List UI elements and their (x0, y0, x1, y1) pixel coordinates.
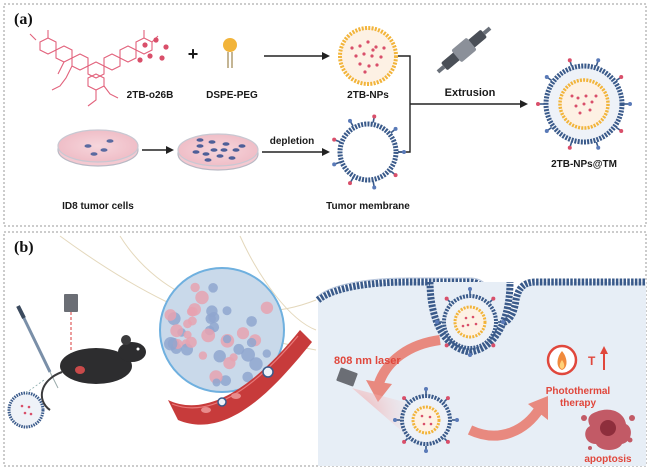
membrane-label: Tumor membrane (326, 201, 410, 212)
red-arrow-2 (467, 405, 545, 441)
laser-device-right-icon (336, 367, 412, 440)
endocytosed-np-icon (435, 287, 505, 357)
red-arrow-1 (373, 335, 441, 388)
tumor-tissue-icon (159, 267, 285, 393)
extrusion-arrow-head (520, 100, 528, 108)
syringe-icon (16, 305, 59, 389)
panel-a-frame (3, 3, 647, 227)
laser-label: 808 nm laser (334, 355, 401, 367)
blood-vessel-icon (168, 330, 312, 425)
temp-label: T (588, 354, 596, 368)
irradiated-np-icon (393, 387, 459, 453)
extrusion-label: Extrusion (445, 87, 496, 99)
tumor-membrane-icon (332, 114, 406, 190)
temp-up-arrow (600, 346, 608, 370)
petri-dish-cells (57, 129, 139, 167)
depletion-label: depletion (270, 136, 314, 147)
lipid-label: DSPE-PEG (206, 90, 258, 101)
depletion-arrow-1 (142, 146, 174, 154)
photothermal-line2: therapy (560, 398, 597, 409)
molecule-dots (137, 37, 169, 63)
final-label: 2TB-NPs@TM (551, 159, 617, 170)
apoptotic-cell-icon (581, 409, 635, 450)
plus-sign: + (188, 44, 199, 64)
molecule-label: 2TB-o26B (127, 90, 174, 101)
nanoparticle-icon (338, 26, 398, 86)
lipid-icon (223, 38, 237, 68)
final-nanoparticle-icon (536, 58, 632, 150)
apoptosis-label: apoptosis (584, 454, 632, 465)
depletion-arrow-2 (262, 148, 330, 156)
extruder-icon (436, 26, 492, 74)
injected-np-icon (7, 379, 45, 429)
merge-bracket (398, 55, 520, 153)
panel-a-label: (a) (14, 11, 33, 28)
mouse-icon (40, 335, 146, 411)
panel-b-label: (b) (14, 239, 34, 256)
arrow-to-nps (264, 52, 330, 60)
cells-label: ID8 tumor cells (62, 201, 134, 212)
laser-device-icon (64, 294, 78, 352)
flame-icon (546, 344, 578, 376)
petri-dish-confluent (177, 133, 259, 171)
photothermal-line1: Photothermal (546, 386, 611, 397)
np-label: 2TB-NPs (347, 90, 389, 101)
